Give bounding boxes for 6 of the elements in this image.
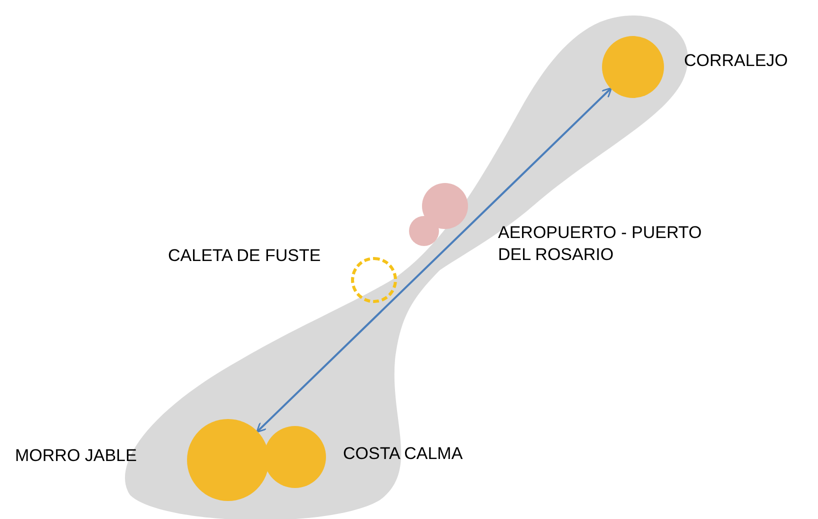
place-label: MORRO JABLE bbox=[15, 445, 138, 467]
place-label: COSTA CALMA bbox=[343, 443, 464, 465]
place-label: CALETA DE FUSTE bbox=[168, 245, 322, 267]
double-arrow bbox=[256, 87, 612, 433]
place-label: CORRALEJO bbox=[684, 50, 789, 72]
place-label: AEROPUERTO - PUERTO DEL ROSARIO bbox=[498, 222, 703, 266]
